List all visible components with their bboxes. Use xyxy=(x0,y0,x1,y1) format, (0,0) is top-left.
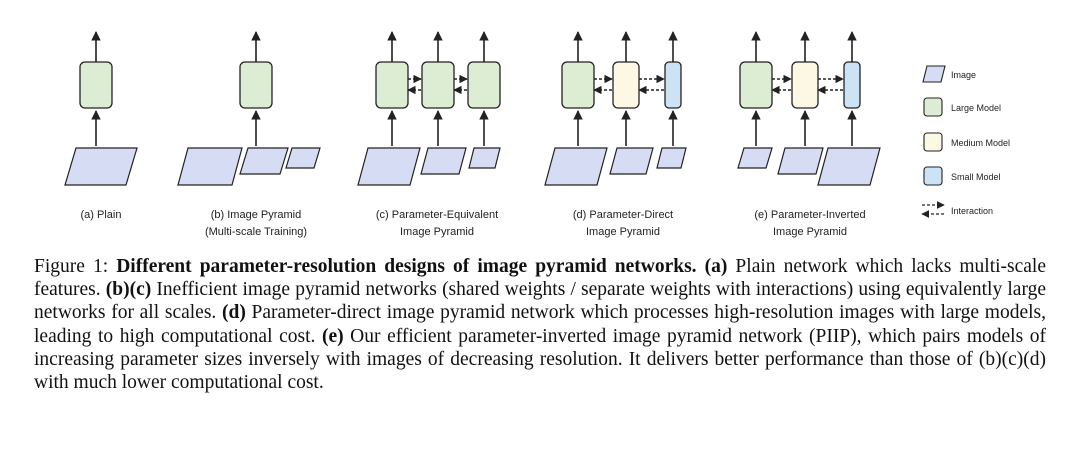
large-model-box xyxy=(467,61,501,109)
caption-prefix: Figure 1: xyxy=(34,256,117,277)
large-model-box xyxy=(561,61,595,109)
caption-text-bc: Inefficient image pyramid networks (shar… xyxy=(34,279,1046,324)
panel-label-line1: (e) Parameter-Inverted xyxy=(754,209,865,221)
panel-label-line1: (c) Parameter-Equivalent xyxy=(376,209,498,221)
image-parallelogram-small xyxy=(285,147,321,169)
legend-interaction-label: Interaction xyxy=(951,206,993,216)
legend-image-label: Image xyxy=(951,70,976,80)
caption-tag-e: (e) xyxy=(321,325,344,347)
panel-label-line2: (Multi-scale Training) xyxy=(205,226,307,238)
panel-a: (a) Plain xyxy=(64,31,138,221)
large-model-box xyxy=(421,61,455,109)
caption-tag-a: (a) xyxy=(704,256,728,277)
panel-label-line2: Image Pyramid xyxy=(586,226,660,238)
legend-small-model-label: Small Model xyxy=(951,172,1001,182)
legend-large-model-swatch xyxy=(923,97,943,117)
interaction-arrows xyxy=(771,74,844,95)
legend-small-model-swatch xyxy=(923,166,943,186)
figure-caption: Figure 1: Different parameter-resolution… xyxy=(34,255,1046,394)
caption-text-a: Plain network which lacks multi-scale fe… xyxy=(34,256,1046,301)
panel-b: (b) Image Pyramid (Multi-scale Training) xyxy=(177,31,321,238)
caption-tag-d: (d) xyxy=(222,302,246,324)
medium-model-box xyxy=(612,61,640,109)
image-parallelogram-small xyxy=(737,147,773,169)
large-model-box xyxy=(739,61,773,109)
panel-label-line1: (d) Parameter-Direct xyxy=(573,209,673,221)
caption-tag-bc: (b)(c) xyxy=(105,279,152,301)
legend-medium-model-label: Medium Model xyxy=(951,138,1010,148)
caption-title: Different parameter-resolution designs o… xyxy=(116,256,697,277)
panel-label-line2: Image Pyramid xyxy=(773,226,847,238)
image-parallelogram xyxy=(64,147,138,186)
caption-text-d: Parameter-direct image pyramid network w… xyxy=(34,302,1046,347)
small-model-box xyxy=(664,61,682,109)
panel-e: (e) Parameter-Inverted Image Pyramid xyxy=(737,31,881,238)
legend-image-swatch xyxy=(922,65,946,83)
large-model-box xyxy=(79,61,113,109)
legend-interaction-icon xyxy=(921,201,945,218)
large-model-box xyxy=(239,61,273,109)
image-parallelogram-small xyxy=(656,147,687,169)
interaction-arrows xyxy=(593,74,665,95)
legend-medium-model-swatch xyxy=(923,132,943,152)
panel-label: (a) Plain xyxy=(81,209,122,221)
image-parallelogram-large xyxy=(357,147,421,186)
panel-d: (d) Parameter-Direct Image Pyramid xyxy=(544,31,687,238)
interaction-arrows xyxy=(407,74,468,95)
image-parallelogram-small xyxy=(468,147,501,169)
caption-text-e: Our efficient parameter-inverted image p… xyxy=(34,325,1046,394)
small-model-box xyxy=(843,61,861,109)
image-parallelogram-large xyxy=(177,147,243,186)
legend-large-model-label: Large Model xyxy=(951,103,1001,113)
image-parallelogram-medium xyxy=(777,147,824,175)
image-parallelogram-medium xyxy=(609,147,654,175)
image-parallelogram-medium xyxy=(420,147,467,175)
legend: Image Large Model Medium Model Small Mod… xyxy=(921,65,1010,218)
image-parallelogram-large xyxy=(544,147,608,186)
panel-label-line1: (b) Image Pyramid xyxy=(211,209,301,221)
large-model-box xyxy=(375,61,409,109)
panel-label-line2: Image Pyramid xyxy=(400,226,474,238)
image-parallelogram-large xyxy=(817,147,881,186)
panel-c: (c) Parameter-Equivalent Image Pyramid xyxy=(357,31,501,238)
medium-model-box xyxy=(791,61,819,109)
image-parallelogram-medium xyxy=(239,147,289,175)
